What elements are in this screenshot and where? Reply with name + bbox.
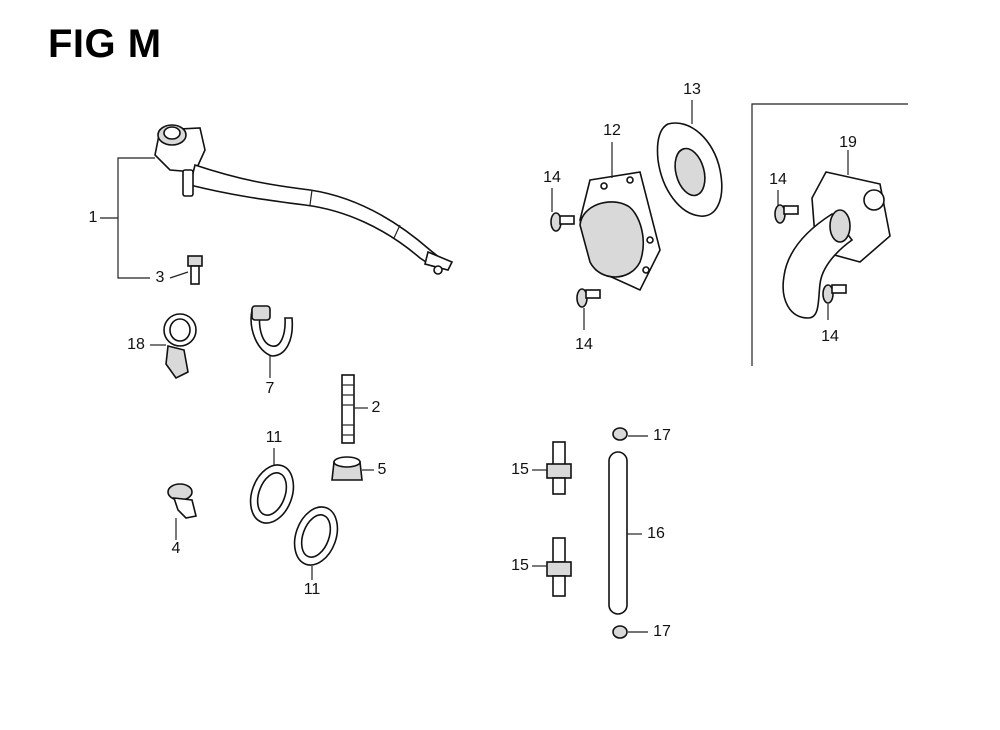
callout-18: 18 bbox=[127, 336, 145, 353]
callout-7: 7 bbox=[265, 380, 275, 397]
callout-bracket bbox=[117, 157, 155, 279]
callout-17-b: 17 bbox=[653, 623, 671, 640]
part-gasket-b bbox=[293, 506, 339, 566]
part-bolt-14b bbox=[576, 288, 601, 308]
callout-19: 19 bbox=[839, 134, 857, 151]
callout-14-d: 14 bbox=[821, 328, 839, 345]
part-hose-clamp bbox=[163, 313, 197, 380]
callout-16: 16 bbox=[647, 525, 665, 542]
part-bolt-14d bbox=[822, 284, 847, 304]
part-elbow-outlet bbox=[782, 171, 891, 319]
part-flange bbox=[656, 122, 723, 217]
part-gasket-a bbox=[249, 464, 295, 524]
callout-14-b: 14 bbox=[575, 336, 593, 353]
part-tapping-screw bbox=[167, 483, 197, 519]
callout-5: 5 bbox=[377, 461, 387, 478]
part-cover bbox=[579, 171, 661, 292]
callout-1: 1 bbox=[88, 209, 98, 226]
callout-12: 12 bbox=[603, 122, 621, 139]
part-stud-bolt bbox=[341, 374, 355, 444]
callout-17-a: 17 bbox=[653, 427, 671, 444]
part-wire-clip bbox=[250, 305, 294, 357]
part-fitting-15b bbox=[546, 537, 572, 597]
callout-14-a: 14 bbox=[543, 169, 561, 186]
callout-4: 4 bbox=[171, 540, 181, 557]
part-clip-17b bbox=[612, 625, 628, 639]
callout-2: 2 bbox=[371, 399, 381, 416]
part-bolt-small bbox=[187, 255, 203, 285]
figure-title: FIG M bbox=[48, 22, 162, 66]
callout-11-bottom: 11 bbox=[303, 581, 321, 598]
inset-frame bbox=[751, 103, 908, 366]
callout-11-top: 11 bbox=[265, 429, 283, 446]
part-tube bbox=[608, 451, 628, 615]
callout-15-a: 15 bbox=[511, 461, 529, 478]
part-bolt-14c bbox=[774, 204, 799, 224]
part-clip-17a bbox=[612, 427, 628, 441]
callout-3: 3 bbox=[155, 269, 165, 286]
callout-13: 13 bbox=[683, 81, 701, 98]
callout-14-c: 14 bbox=[769, 171, 787, 188]
part-bolt-14a bbox=[550, 212, 575, 232]
part-cap-nut bbox=[331, 456, 363, 481]
callout-15-b: 15 bbox=[511, 557, 529, 574]
part-fitting-15a bbox=[546, 441, 572, 495]
part-cable-assembly bbox=[154, 124, 454, 275]
